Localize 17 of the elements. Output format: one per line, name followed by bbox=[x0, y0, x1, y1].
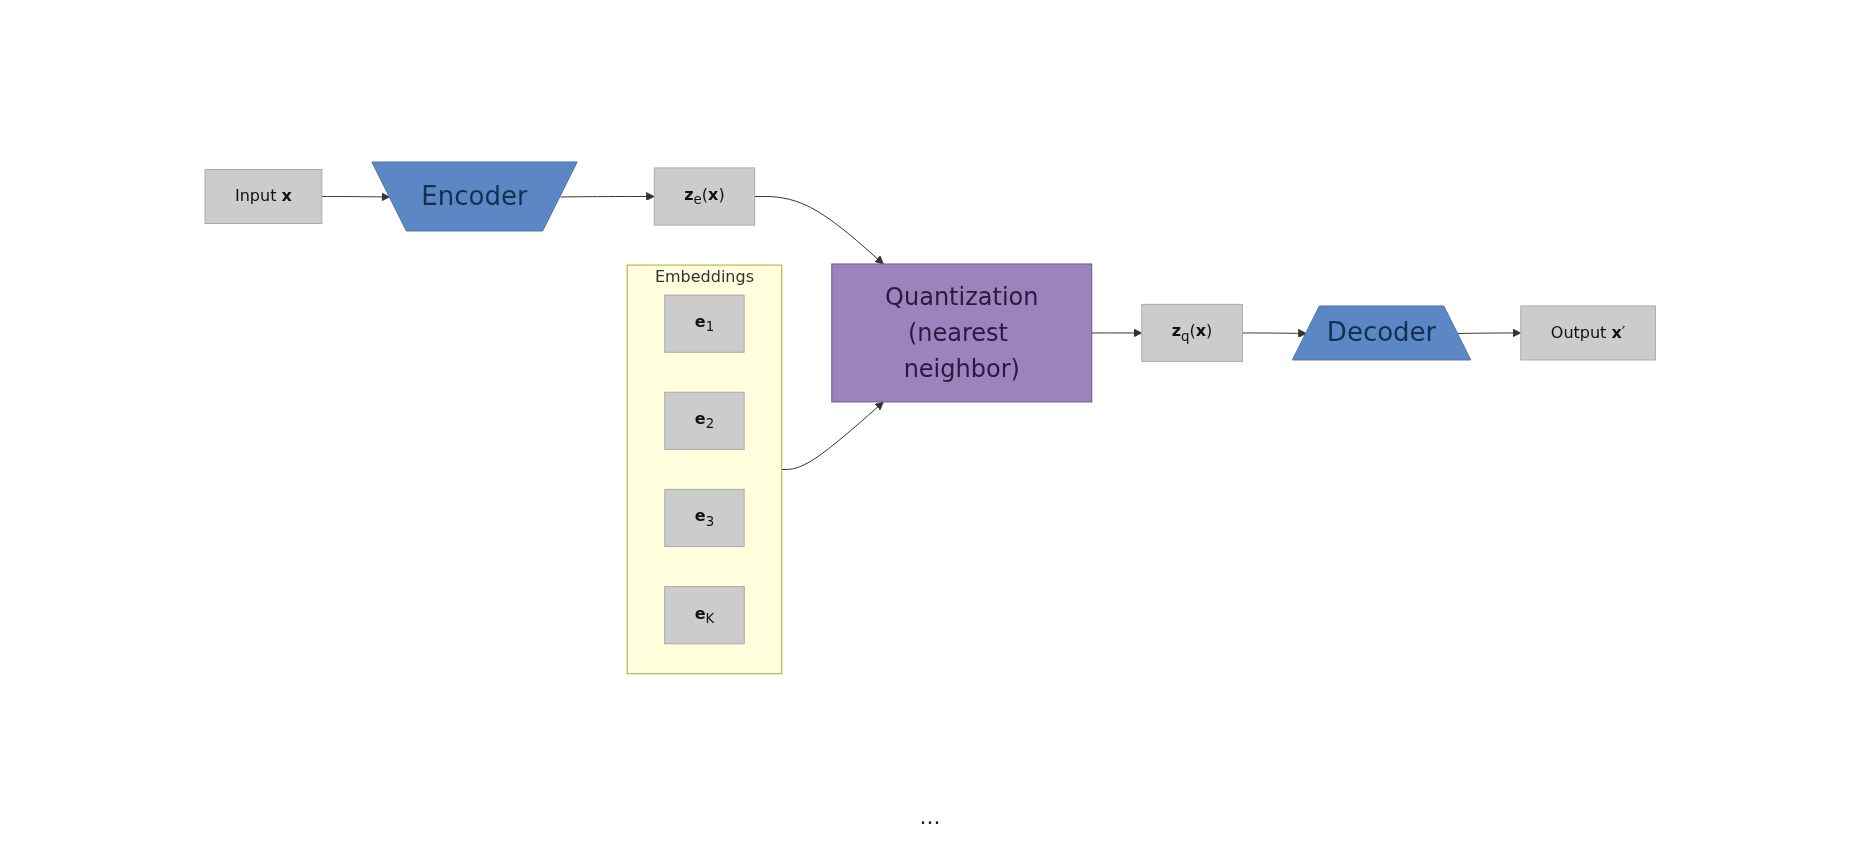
arrow bbox=[753, 195, 884, 264]
ellipsis-label: ... bbox=[919, 803, 941, 829]
node-box: e$_{K}$ bbox=[663, 585, 745, 644]
node-box: e$_{3}$ bbox=[664, 488, 745, 547]
arrow bbox=[321, 192, 390, 201]
arrow bbox=[559, 191, 655, 201]
node-box: Input x bbox=[204, 168, 323, 224]
node-box: e$_{1}$ bbox=[664, 294, 745, 353]
node-box: Quantization (nearest neighbor) bbox=[831, 263, 1093, 403]
node-box: Output x′ bbox=[1520, 305, 1656, 361]
arrow bbox=[1457, 328, 1521, 337]
node-box: e$_{2}$ bbox=[664, 391, 745, 450]
arrow bbox=[1241, 328, 1307, 338]
arrow bbox=[1091, 328, 1142, 337]
node-box: z$_{q}$(x) bbox=[1141, 303, 1243, 362]
node-box: z$_{e}$(x) bbox=[653, 167, 755, 226]
arrow bbox=[781, 401, 884, 470]
